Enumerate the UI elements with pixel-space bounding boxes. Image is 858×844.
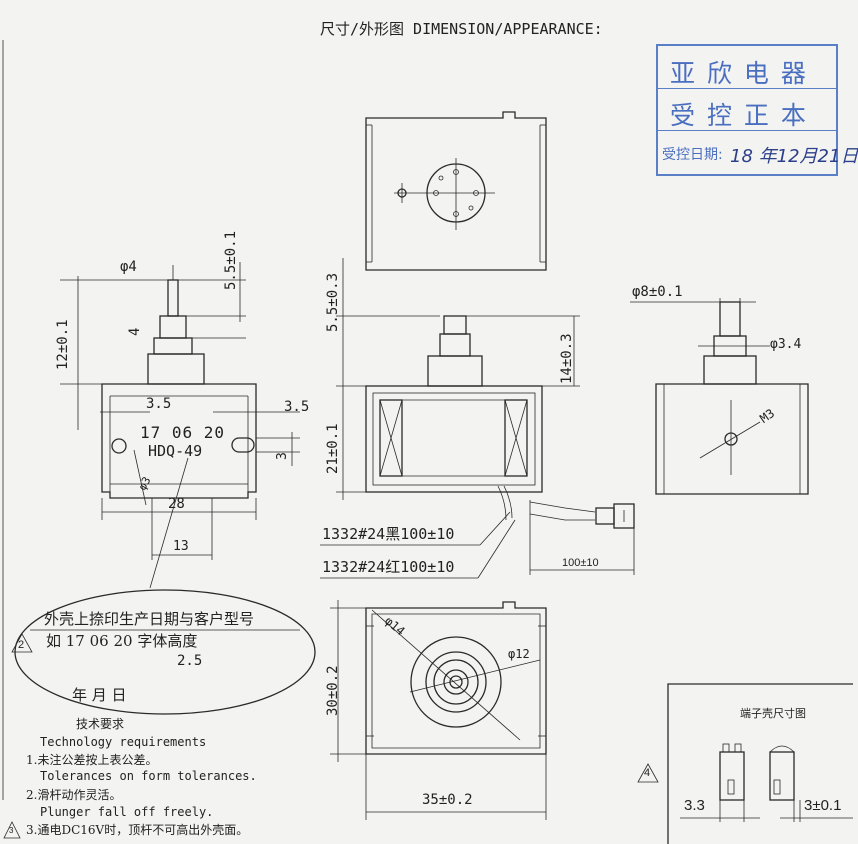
page-title: 尺寸/外形图 DIMENSION/APPEARANCE: xyxy=(320,20,603,38)
terminal-w3: 3±0.1 xyxy=(804,797,842,814)
wire-red-label: 1332#24红100±10 xyxy=(322,558,455,576)
side-print-model: HDQ-49 xyxy=(148,442,203,460)
dim-side-h12: 12±0.1 xyxy=(55,319,71,370)
stamp-line2: 受 控 正 本 xyxy=(670,101,808,130)
dim-side-w3-5a: 3.5 xyxy=(146,396,172,412)
wire-black-label: 1332#24黑100±10 xyxy=(322,525,455,543)
dim-bottom-d12: φ12 xyxy=(508,647,530,661)
revision-mark: 4 xyxy=(644,767,651,779)
req-mark: 3 xyxy=(9,826,14,835)
dim-side-h4: 4 xyxy=(127,327,143,336)
dim-front-h14: 14±0.3 xyxy=(559,333,575,384)
dim-right-d3-4: φ3.4 xyxy=(770,337,802,352)
req-title-en: Technology requirements xyxy=(40,735,207,749)
callout-mark: 2 xyxy=(18,639,25,651)
top-view xyxy=(365,111,547,271)
dim-side-w28: 28 xyxy=(168,496,185,512)
req-item1-cn: 1.未注公差按上表公差。 xyxy=(26,753,158,767)
dim-side-w3-5b: 3.5 xyxy=(284,399,310,415)
req-item1-en: Tolerances on form tolerances. xyxy=(40,769,257,783)
dim-side-h3: 3 xyxy=(275,452,290,460)
side-hole xyxy=(111,438,127,454)
dim-bottom-w35: 35±0.2 xyxy=(422,792,473,808)
req-item2-cn: 2.滑杆动作灵活。 xyxy=(26,788,122,802)
right-view xyxy=(630,298,809,495)
callout-line1: 外壳上捺印生产日期与客户型号 xyxy=(44,610,255,628)
dim-side-w13: 13 xyxy=(173,539,189,554)
dim-front-h21: 21±0.1 xyxy=(325,423,341,474)
terminal-box xyxy=(667,683,853,844)
stamp-line1: 亚 欣 电 器 xyxy=(670,59,808,88)
stamp-date-label: 受控日期: xyxy=(662,147,723,163)
terminal-title: 端子壳尺寸图 xyxy=(740,707,806,720)
dim-lead-length: 100±10 xyxy=(562,557,599,569)
front-view xyxy=(320,258,635,579)
callout-triangle xyxy=(11,633,33,653)
side-view xyxy=(60,262,300,589)
req-title-cn: 技术要求 xyxy=(76,717,125,731)
req-triangle xyxy=(3,821,21,839)
dim-bottom-h30: 30±0.2 xyxy=(325,665,341,716)
callout-line2: 如 17 06 20 字体高度 xyxy=(46,632,198,650)
side-print-date: 17 06 20 xyxy=(140,423,226,442)
terminal-w3-3: 3.3 xyxy=(684,797,705,814)
callout-line3: 2.5 xyxy=(177,653,203,669)
dim-side-h5-5: 5.5±0.1 xyxy=(223,230,239,290)
side-slot xyxy=(231,437,255,453)
dim-right-d8: φ8±0.1 xyxy=(632,284,683,300)
callout-line4: 年 月 日 xyxy=(72,686,127,704)
dim-front-h5-5: 5.5±0.3 xyxy=(325,272,341,332)
bottom-view xyxy=(330,600,547,820)
terminal-triangle xyxy=(637,763,659,783)
stamp-date-value: 18 年12月21日 xyxy=(730,146,858,167)
req-item2-en: Plunger fall off freely. xyxy=(40,805,214,819)
control-stamp: 亚 欣 电 器 受 控 正 本 受控日期: 18 年12月21日 xyxy=(656,44,858,176)
callout-ellipse xyxy=(14,589,316,715)
dim-d4: φ4 xyxy=(120,259,137,275)
req-item3-cn: 3.通电DC16V时，顶杆不可高出外壳面。 xyxy=(26,823,249,837)
